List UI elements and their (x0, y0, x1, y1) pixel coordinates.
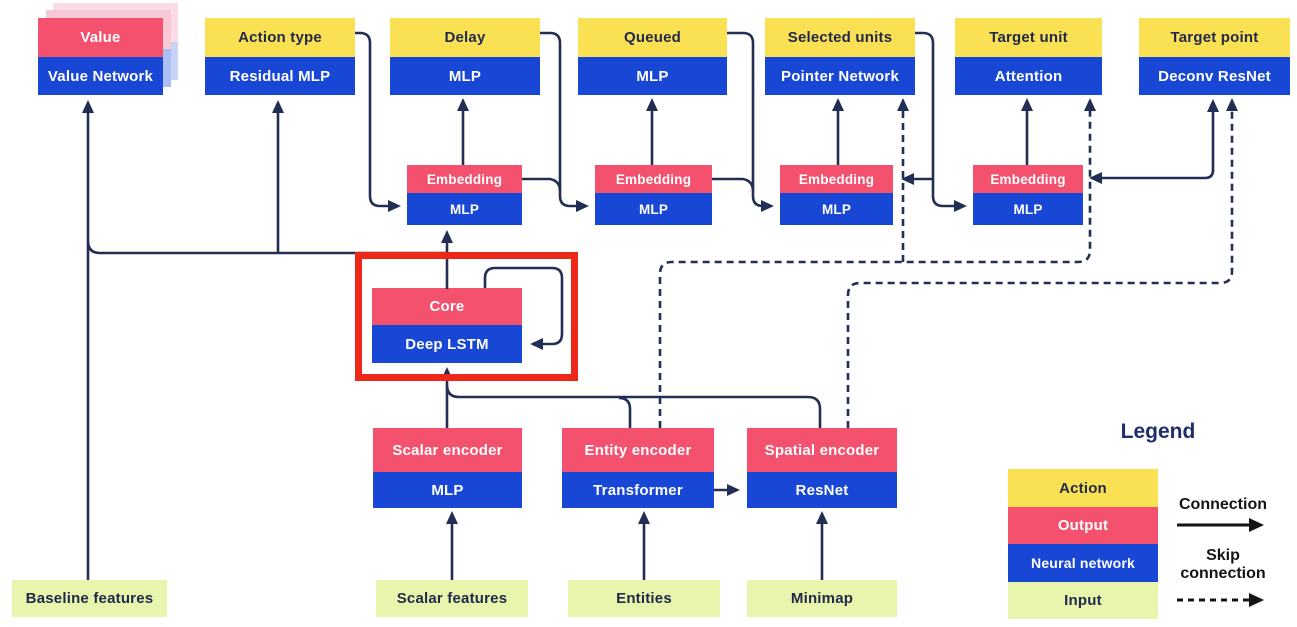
delay-label: Delay (390, 18, 540, 57)
highlight-rectangle (355, 252, 578, 381)
transformer-label: Transformer (562, 472, 714, 508)
scalar-features-label: Scalar features (376, 580, 528, 617)
embedding-4-label: Embedding (973, 165, 1083, 193)
queued-mlp-label: MLP (578, 57, 727, 95)
input-minimap: Minimap (747, 580, 897, 617)
scalar-encoder-label: Scalar encoder (373, 428, 522, 472)
delay-mlp-label: MLP (390, 57, 540, 95)
target-unit-label: Target unit (955, 18, 1102, 57)
entities-label: Entities (568, 580, 720, 617)
embedding-1-label: Embedding (407, 165, 522, 193)
legend-input-swatch: Input (1008, 582, 1158, 619)
scalar-encoder: Scalar encoder MLP (373, 428, 522, 508)
resnet-label: ResNet (747, 472, 897, 508)
head-delay: Delay MLP (390, 18, 540, 95)
spatial-encoder-label: Spatial encoder (747, 428, 897, 472)
baseline-features-label: Baseline features (12, 580, 167, 617)
embedding-2-label: Embedding (595, 165, 712, 193)
legend-output-swatch: Output (1008, 507, 1158, 544)
embedding-3: Embedding MLP (780, 165, 893, 225)
embedding-3-label: Embedding (780, 165, 893, 193)
head-selected-units: Selected units Pointer Network (765, 18, 915, 95)
selected-units-label: Selected units (765, 18, 915, 57)
embedding-3-mlp-label: MLP (780, 193, 893, 225)
input-entities: Entities (568, 580, 720, 617)
head-target-point: Target point Deconv ResNet (1139, 18, 1290, 95)
head-queued: Queued MLP (578, 18, 727, 95)
legend-swatches: Action Output Neural network Input (1008, 469, 1158, 619)
legend-connection-label: Connection (1179, 496, 1267, 513)
embedding-4-mlp-label: MLP (973, 193, 1083, 225)
entity-encoder-label: Entity encoder (562, 428, 714, 472)
embedding-2-mlp-label: MLP (595, 193, 712, 225)
head-value: Value Value Network (38, 18, 163, 95)
deconv-resnet-label: Deconv ResNet (1139, 57, 1290, 95)
input-baseline-features: Baseline features (12, 580, 167, 617)
minimap-label: Minimap (747, 580, 897, 617)
embedding-4: Embedding MLP (973, 165, 1083, 225)
attention-label: Attention (955, 57, 1102, 95)
target-point-label: Target point (1139, 18, 1290, 57)
legend-action-swatch: Action (1008, 469, 1158, 507)
residual-mlp-label: Residual MLP (205, 57, 355, 95)
spatial-encoder: Spatial encoder ResNet (747, 428, 897, 508)
input-scalar-features: Scalar features (376, 580, 528, 617)
value-output-label: Value (38, 18, 163, 57)
legend-neural-network-swatch: Neural network (1008, 544, 1158, 582)
queued-label: Queued (578, 18, 727, 57)
embedding-1: Embedding MLP (407, 165, 522, 225)
action-type-label: Action type (205, 18, 355, 57)
embedding-2: Embedding MLP (595, 165, 712, 225)
legend-title: Legend (1120, 420, 1196, 443)
value-network-label: Value Network (38, 57, 163, 95)
scalar-mlp-label: MLP (373, 472, 522, 508)
legend-skip-label: Skip connection (1180, 547, 1266, 582)
head-action-type: Action type Residual MLP (205, 18, 355, 95)
embedding-1-mlp-label: MLP (407, 193, 522, 225)
entity-encoder: Entity encoder Transformer (562, 428, 714, 508)
pointer-network-label: Pointer Network (765, 57, 915, 95)
head-target-unit: Target unit Attention (955, 18, 1102, 95)
